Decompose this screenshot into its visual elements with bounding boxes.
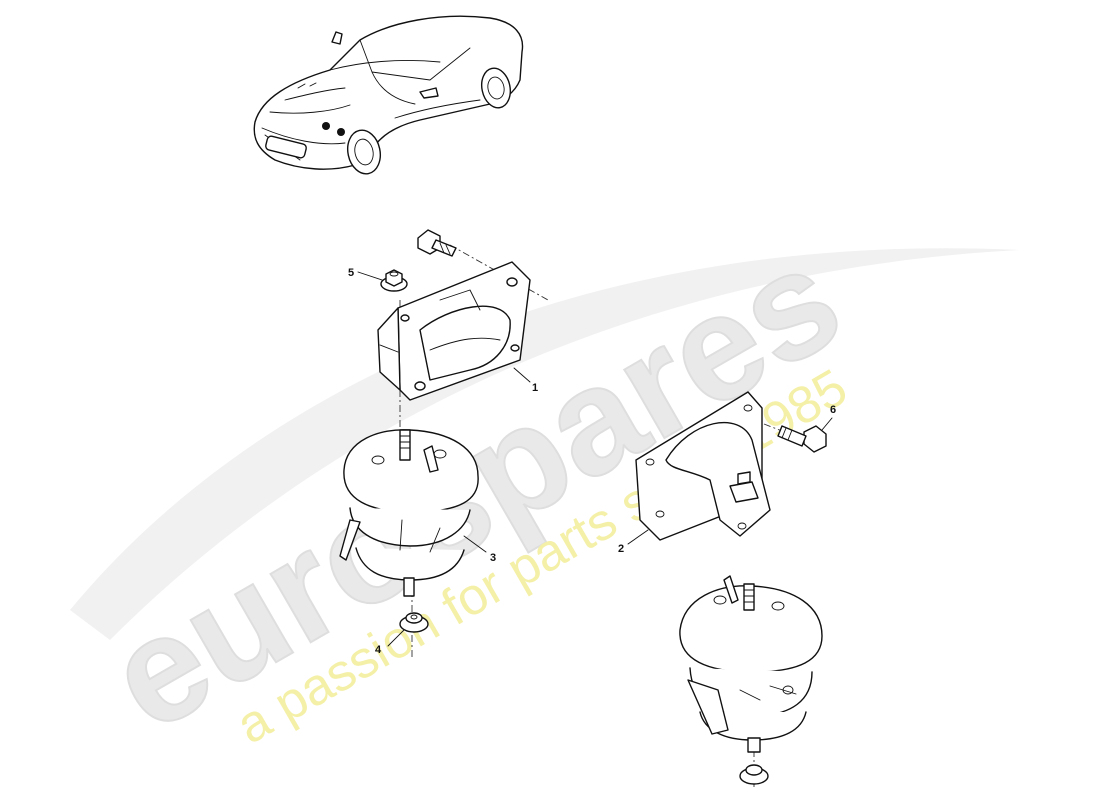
callout-2: 2 [618,529,649,555]
callout-label-1: 1 [532,382,538,394]
callout-4: 4 [375,629,405,656]
part-3-engine-mount-left [339,429,479,597]
callout-5: 5 [348,267,383,281]
watermark-swoosh [70,248,1020,640]
part-5-flange-nut [380,269,408,292]
callout-3: 3 [463,535,496,564]
part-1-mounting-bracket [377,261,531,401]
bolt-upper [417,229,457,257]
watermark: eurospares a passion for parts since 198… [70,212,1020,764]
callout-6: 6 [821,404,836,431]
mount-location-marker [337,128,345,136]
part-6-bolt [777,425,827,453]
callout-label-5: 5 [348,267,354,279]
callout-label-6: 6 [830,404,836,416]
callout-label-4: 4 [375,644,382,656]
part-2-mounting-bracket-right [635,391,771,541]
engine-mount-right [679,575,823,785]
callout-label-3: 3 [490,552,496,564]
car-overview-illustration [253,15,524,175]
callout-label-2: 2 [618,543,624,555]
callout-1: 1 [513,367,538,394]
part-4-washer [399,612,429,633]
mount-location-marker [322,122,330,130]
